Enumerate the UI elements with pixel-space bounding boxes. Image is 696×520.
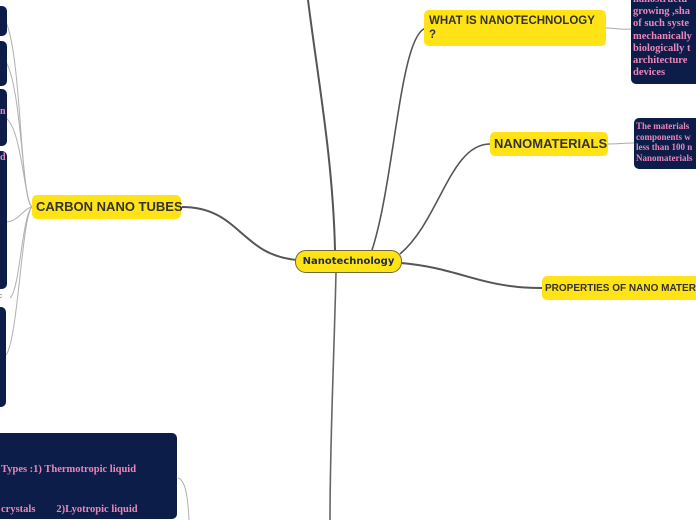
note-line: The materials <box>636 121 690 131</box>
topic-label: PROPERTIES OF NANO MATER <box>545 283 696 294</box>
topic-carbon-nano-tubes[interactable]: CARBON NANO TUBES <box>32 195 183 219</box>
note-left-3[interactable]: n <box>0 89 7 146</box>
note-left-2[interactable] <box>0 41 7 86</box>
note-left-1[interactable] <box>0 6 7 36</box>
note-liquid-crystal-types[interactable]: Types :1) Thermotropic liquid crystals 2… <box>0 433 177 519</box>
note-line: crystals 2)Lyotropic liquid <box>1 504 138 516</box>
central-node-label: Nanotechnology <box>302 256 395 267</box>
note-fragment: n <box>0 106 6 117</box>
note-what-is-nanotechnology[interactable]: nanostructu growing ,sha of such syste m… <box>631 0 696 84</box>
note-line: devices <box>633 67 666 79</box>
central-node-nanotechnology[interactable]: Nanotechnology <box>295 250 402 273</box>
note-fragment: d <box>0 152 6 163</box>
note-line: of such syste <box>633 18 690 30</box>
note-fragment-label: ic <box>0 293 3 300</box>
note-line: nanostructu <box>633 0 696 6</box>
note-left-5[interactable] <box>0 307 6 407</box>
note-line: growing ,sha <box>633 6 690 18</box>
note-line: biologically t <box>633 42 691 54</box>
topic-label: CARBON NANO TUBES <box>36 199 183 214</box>
note-line: Nanomaterials <box>636 152 693 163</box>
topic-properties-of-nano-materials[interactable]: PROPERTIES OF NANO MATER <box>542 276 696 300</box>
topic-label: WHAT IS NANOTECHNOLOGY ? <box>429 15 595 41</box>
note-nanomaterials[interactable]: The materials components w less than 100… <box>634 118 696 169</box>
note-line: components w <box>636 131 691 142</box>
note-line: less than 100 n <box>636 142 693 153</box>
note-line: Types :1) Thermotropic liquid <box>1 463 137 475</box>
topic-nanomaterials[interactable]: NANOMATERIALS <box>490 132 608 156</box>
note-line: mechanically <box>633 30 692 42</box>
note-left-4[interactable]: d <box>0 151 7 289</box>
topic-label: NANOMATERIALS <box>494 136 608 151</box>
topic-what-is-nanotechnology[interactable]: WHAT IS NANOTECHNOLOGY ? <box>424 10 606 46</box>
note-line: architecture <box>633 55 688 67</box>
